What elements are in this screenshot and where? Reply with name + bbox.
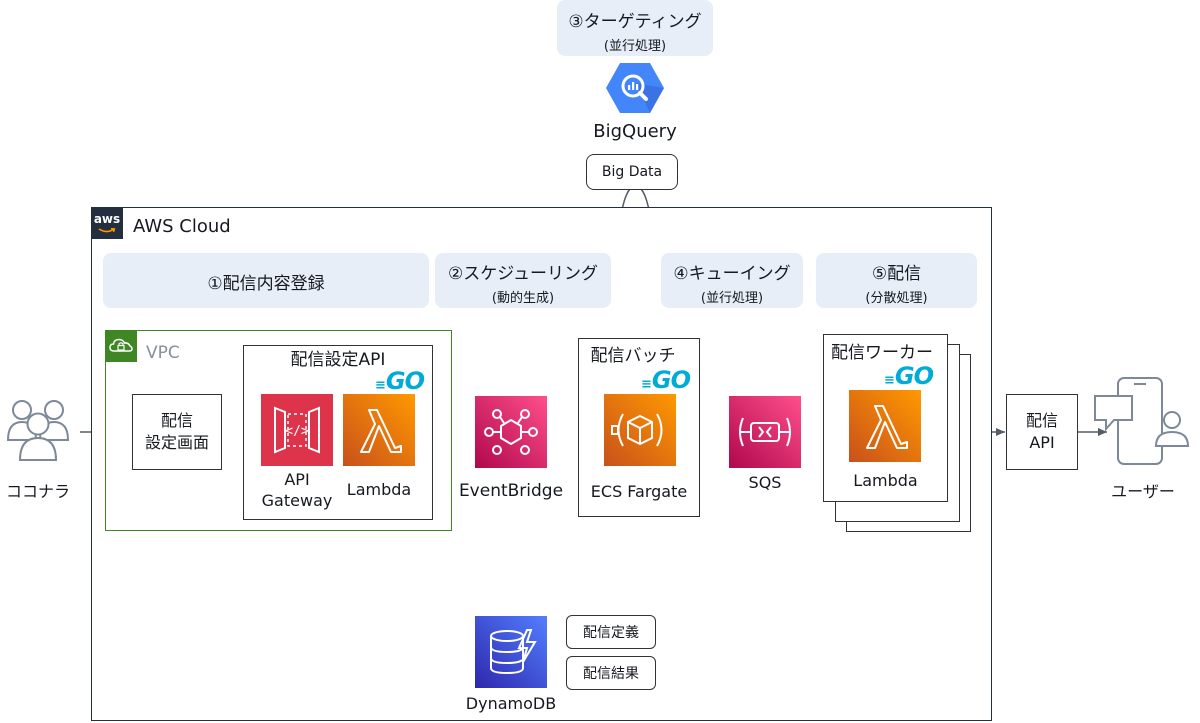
phase-deliver-title: ⑤配信 [871,264,922,284]
dynamodb-label: DynamoDB [465,694,557,713]
go-logo-icon: ≡GO [884,362,934,390]
aws-smile-icon [98,228,116,233]
phase-deliver-sub: (分散処理) [865,291,928,306]
actor-coconala-label: ココナラ [5,482,70,501]
go-logo-text: GO [385,367,425,395]
bigquery-label: BigQuery [593,121,677,142]
vpc-cloud-lock-icon [105,330,137,362]
settings-lambda-label: Lambda [346,480,412,499]
phase-schedule: ②スケジューリング (動的生成) [435,253,611,308]
vpc-label: VPC [146,343,180,363]
settings-screen-line1: 配信 [160,411,193,430]
phase-deliver: ⑤配信 (分散処理) [816,253,977,308]
aws-logo-text: aws [93,212,121,226]
settings-screen-box [132,394,222,470]
users-group-icon [5,396,71,468]
fargate-label: ECS Fargate [590,482,688,501]
worker-title: 配信ワーカー [831,343,933,363]
phase-register-title: ①配信内容登録 [207,274,325,294]
eventbridge-icon [475,396,547,468]
settings-api-title: 配信設定API [290,350,386,370]
phase-targeting-sub: (並行処理) [603,39,667,54]
phase-register: ①配信内容登録 [103,253,429,308]
api-gateway-icon: </> [261,394,333,466]
settings-screen-line2: 設定画面 [144,433,209,452]
svg-text:</>: </> [285,424,309,439]
api-gateway-label: API Gateway [261,470,333,510]
dynamodb-tag-definition: 配信定義 [566,615,656,649]
phase-targeting-title: ③ターゲティング [568,12,702,32]
delivery-api-line1: 配信 [1025,411,1058,430]
phase-queue: ④キューイング (並行処理) [661,253,803,308]
user-mobile-icon [1092,376,1200,468]
phase-schedule-sub: (動的生成) [491,291,555,306]
delivery-api-line2: API [1029,433,1055,452]
phase-queue-sub: (並行処理) [700,291,764,306]
actor-user-label: ユーザー [1111,482,1175,501]
bigquery-icon [605,62,665,114]
aws-cloud-label: AWS Cloud [133,216,231,237]
go-logo-text: GO [651,366,691,394]
phase-schedule-title: ②スケジューリング [447,264,599,284]
batch-title: 配信バッチ [590,346,676,366]
lambda-icon [849,390,921,462]
dynamodb-icon [475,616,547,688]
sqs-icon [729,396,801,468]
big-data-tag: Big Data [586,154,678,190]
phase-queue-title: ④キューイング [673,264,791,284]
go-logo-icon: ≡GO [641,366,691,394]
dynamodb-tag-result: 配信結果 [566,656,656,690]
go-logo-text: GO [894,362,934,390]
lambda-icon [343,394,415,466]
phase-targeting: ③ターゲティング (並行処理) [557,0,713,56]
delivery-api-box [1006,394,1078,470]
go-logo-icon: ≡GO [375,367,425,395]
sqs-label: SQS [748,473,782,492]
aws-logo-icon: aws [91,207,123,239]
eventbridge-label: EventBridge [458,481,564,501]
worker-lambda-label: Lambda [853,471,918,490]
fargate-icon [604,394,676,466]
